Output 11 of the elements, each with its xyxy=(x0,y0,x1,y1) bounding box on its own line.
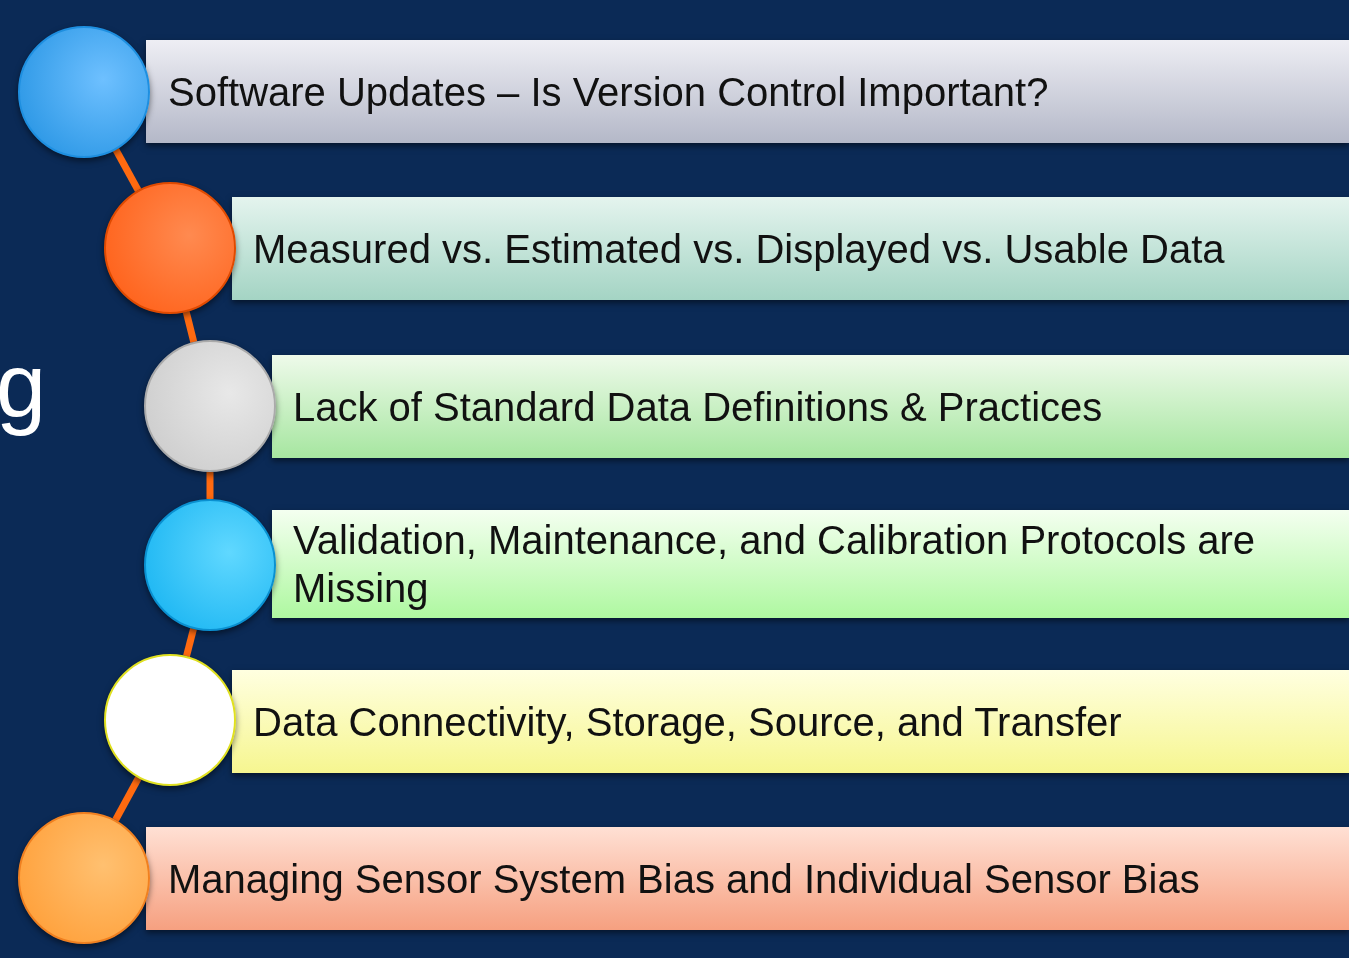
topic-banner: Software Updates – Is Version Control Important? xyxy=(146,40,1349,143)
connector-line xyxy=(182,311,198,343)
connector-line xyxy=(112,148,142,192)
connector-line xyxy=(183,628,197,657)
topic-banner: Managing Sensor System Bias and Individual Sensor Bias xyxy=(146,827,1349,930)
topic-banner: Data Connectivity, Storage, Source, and Transfer xyxy=(232,670,1349,773)
connector-line xyxy=(112,776,142,822)
topic-banner: Lack of Standard Data Definitions & Practices xyxy=(272,355,1349,458)
connector-line xyxy=(206,472,214,499)
topic-banner: Validation, Maintenance, and Calibration Protocols are Missing xyxy=(272,510,1349,618)
topic-banner: Measured vs. Estimated vs. Displayed vs. Usable Data xyxy=(232,197,1349,300)
